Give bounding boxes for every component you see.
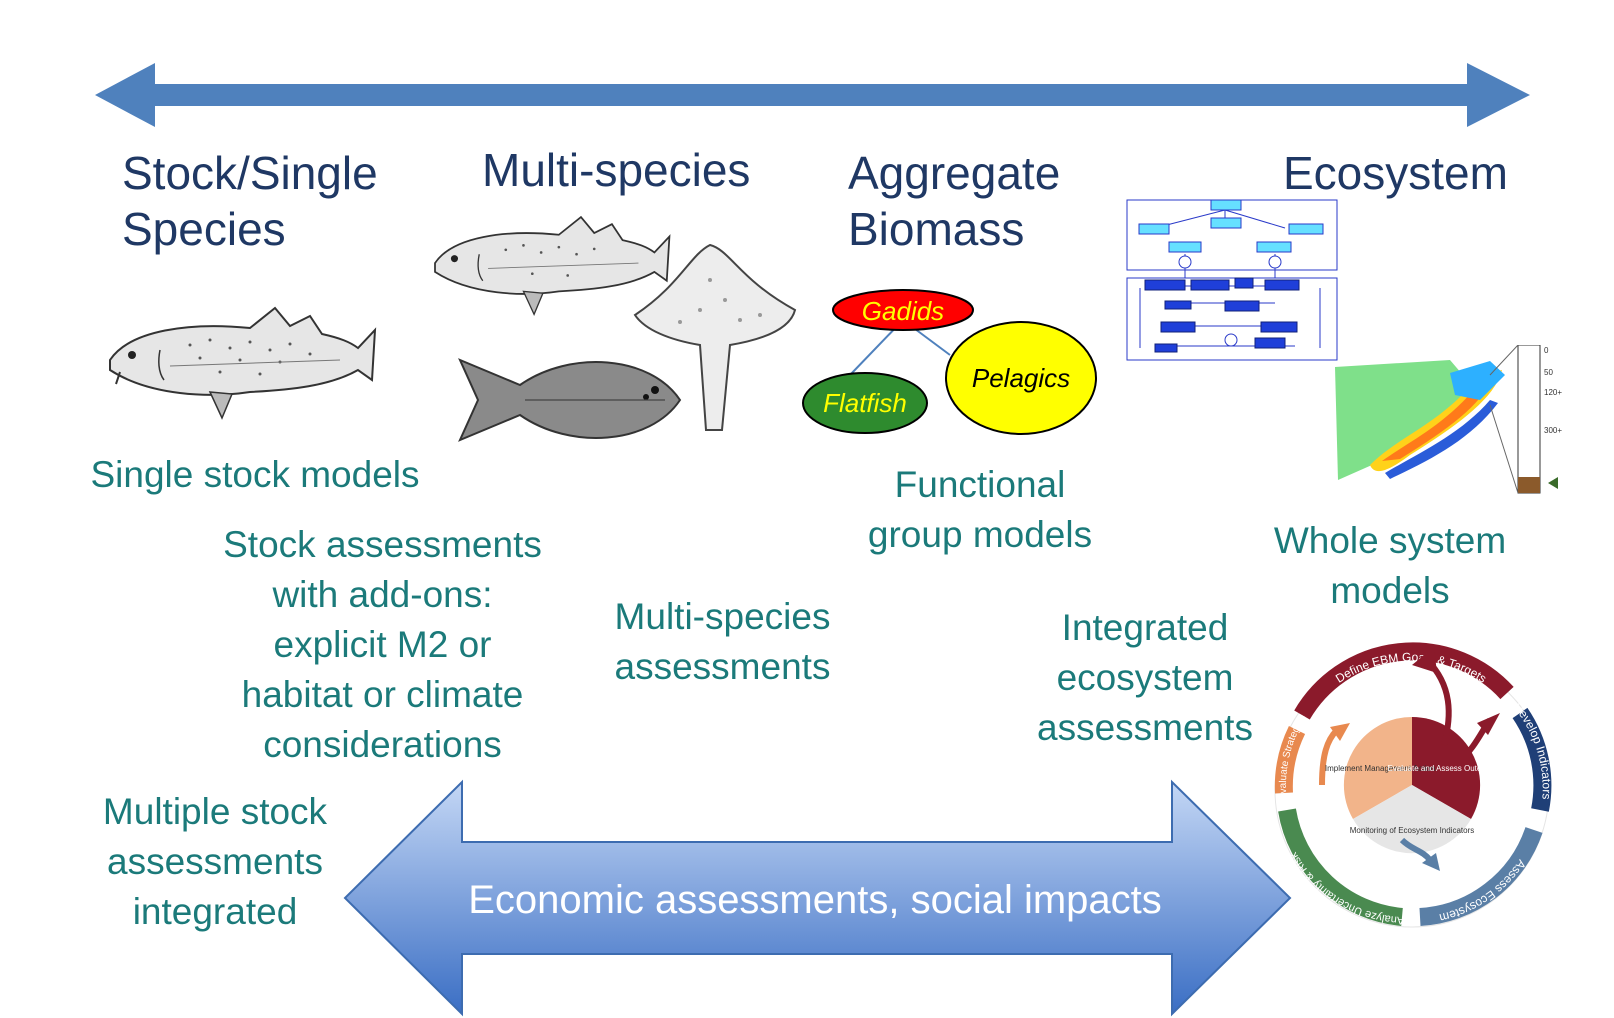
label-line: habitat or climate xyxy=(241,674,524,715)
foodweb-node xyxy=(1164,300,1192,310)
ebm-inner-label: Implement Management Action xyxy=(1325,764,1435,773)
label-single-stock-models: Single stock models xyxy=(60,450,450,500)
label-line: Single stock models xyxy=(90,454,420,495)
cod-fish-image-2 xyxy=(434,215,671,317)
label-line: Multi-species xyxy=(614,596,831,637)
label-line: with add-ons: xyxy=(272,574,493,615)
label-stock-assessments-addons: Stock assessments with add-ons: explicit… xyxy=(200,520,565,770)
heading-aggregate-biomass: Aggregate Biomass xyxy=(848,145,1060,257)
foodweb-node xyxy=(1288,223,1324,235)
ebm-cycle-diagram: Define EBM Goals & Targets Develop Indic… xyxy=(1274,642,1554,928)
flatfish-image xyxy=(458,358,682,442)
label-line: Stock assessments xyxy=(223,524,542,565)
label-line: assessments xyxy=(107,841,323,882)
foodweb-node xyxy=(1154,343,1178,353)
depth-tick: 120+ xyxy=(1544,388,1562,397)
flatfish-ellipse xyxy=(802,372,928,434)
label-line: explicit M2 or xyxy=(273,624,492,665)
foodweb-node xyxy=(1190,279,1230,291)
label-line: Whole system xyxy=(1273,520,1507,561)
heading-line: Species xyxy=(122,203,286,255)
ecosystem-depth-map: 0 50 120+ 300+ xyxy=(1335,345,1562,494)
label-multiple-stock-assessments: Multiple stock assessments integrated xyxy=(80,787,350,937)
ebm-inner-label: Evaluate and Assess Outcomes xyxy=(1388,764,1501,773)
economic-assessments-arrow: Economic assessments, social impacts xyxy=(343,779,1292,1017)
foodweb-node xyxy=(1210,199,1242,211)
economic-arrow-label: Economic assessments, social impacts xyxy=(468,878,1162,922)
gadids-ellipse xyxy=(832,289,974,331)
scale-arrow-shape xyxy=(95,63,1530,127)
pelagics-label: Pelagics xyxy=(972,363,1070,393)
ebm-inner-label: Monitoring of Ecosystem Indicators xyxy=(1350,826,1475,835)
label-line: assessments xyxy=(614,646,831,687)
depth-tick: 50 xyxy=(1544,368,1553,377)
label-line: Integrated xyxy=(1061,607,1229,648)
foodweb-node xyxy=(1256,241,1292,253)
label-line: assessments xyxy=(1037,707,1253,748)
label-line: group models xyxy=(867,514,1093,555)
heading-line: Multi-species xyxy=(482,144,751,196)
label-line: considerations xyxy=(263,724,502,765)
label-line: ecosystem xyxy=(1056,657,1234,698)
food-web-diagram xyxy=(1126,199,1338,361)
skate-ray-image xyxy=(633,243,797,431)
heading-ecosystem: Ecosystem xyxy=(1283,145,1508,201)
foodweb-node xyxy=(1264,279,1300,291)
heading-line: Aggregate xyxy=(848,147,1061,199)
gadids-label: Gadids xyxy=(862,296,944,326)
foodweb-node xyxy=(1260,321,1298,333)
label-integrated-ecosystem-assessments: Integrated ecosystem assessments xyxy=(1020,603,1270,753)
label-line: integrated xyxy=(132,891,298,932)
flatfish-label: Flatfish xyxy=(823,388,907,418)
foodweb-node xyxy=(1224,300,1260,312)
label-line: Multiple stock xyxy=(102,791,328,832)
economic-arrow-shape xyxy=(343,779,1292,1017)
label-multi-species-assessments: Multi-species assessments xyxy=(595,592,850,692)
foodweb-node xyxy=(1160,321,1196,333)
heading-line: Ecosystem xyxy=(1283,147,1508,199)
foodweb-node xyxy=(1144,279,1186,291)
foodweb-node xyxy=(1210,217,1242,229)
foodweb-node xyxy=(1138,223,1170,235)
heading-multi-species: Multi-species xyxy=(482,142,750,198)
label-line: models xyxy=(1330,570,1450,611)
scale-arrow xyxy=(95,63,1530,127)
heading-line: Biomass xyxy=(848,203,1025,255)
foodweb-node xyxy=(1168,241,1202,253)
label-line: Functional xyxy=(894,464,1066,505)
label-whole-system-models: Whole system models xyxy=(1240,516,1540,616)
functional-groups-diagram: Gadids Flatfish Pelagics xyxy=(802,289,1097,435)
depth-tick: 0 xyxy=(1544,346,1549,355)
foodweb-node xyxy=(1254,337,1286,349)
pelagics-ellipse xyxy=(945,321,1097,435)
label-functional-group-models: Functional group models xyxy=(830,460,1130,560)
cod-fish-image xyxy=(109,306,377,420)
heading-line: Stock/Single xyxy=(122,147,378,199)
heading-stock-single-species: Stock/Single Species xyxy=(122,145,378,257)
foodweb-node xyxy=(1234,277,1254,289)
depth-tick: 300+ xyxy=(1544,426,1562,435)
